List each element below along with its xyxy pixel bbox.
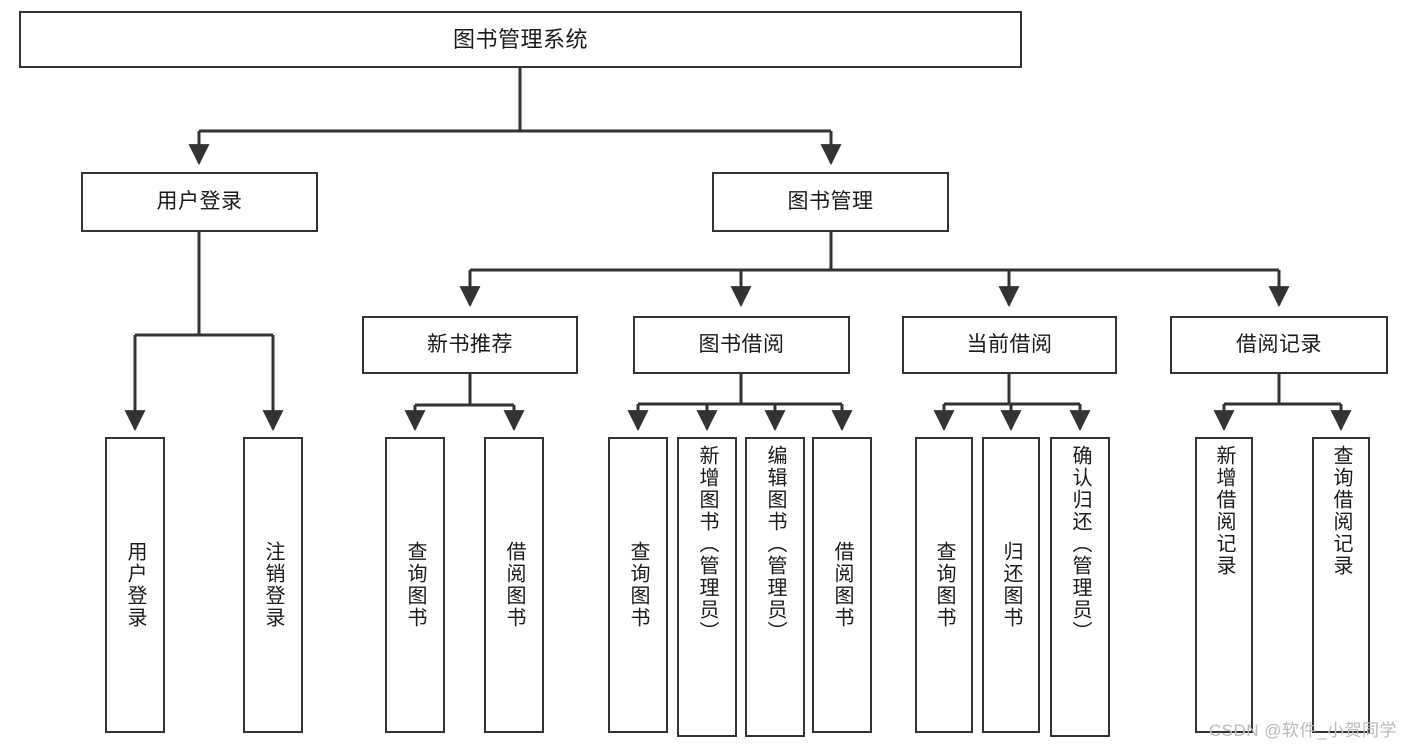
node-book-borrow[interactable]: 图书借阅: [633, 316, 850, 374]
node-new-book-recommend[interactable]: 新书推荐: [362, 316, 578, 374]
node-label: 用户登录: [156, 189, 243, 213]
node-label: 确认归还（管理员）: [1069, 445, 1091, 643]
node-label: 查询图书: [933, 541, 955, 629]
csdn-watermark: CSDN @软件_小贺同学: [1208, 721, 1397, 740]
node-label: 借阅图书: [831, 541, 853, 629]
node-book-management-system[interactable]: 图书管理系统: [19, 11, 1022, 68]
node-borrow-record[interactable]: 借阅记录: [1170, 316, 1388, 374]
node-label: 用户登录: [124, 541, 146, 629]
node-label: 编辑图书（管理员）: [764, 445, 786, 643]
node-label: 图书管理: [787, 189, 874, 213]
node-label: 借阅图书: [503, 541, 525, 629]
node-leaf-query-book-3[interactable]: 查询图书: [915, 437, 973, 733]
node-leaf-borrow-book-1[interactable]: 借阅图书: [484, 437, 544, 733]
node-label: 新增图书（管理员）: [696, 445, 718, 643]
node-leaf-return-book[interactable]: 归还图书: [982, 437, 1040, 733]
node-label: 图书借阅: [698, 332, 785, 356]
node-label: 查询借阅记录: [1330, 445, 1352, 577]
node-leaf-edit-book[interactable]: 编辑图书（管理员）: [745, 437, 805, 737]
node-leaf-confirm-return[interactable]: 确认归还（管理员）: [1050, 437, 1110, 737]
node-leaf-query-record[interactable]: 查询借阅记录: [1312, 437, 1370, 733]
node-leaf-query-book-2[interactable]: 查询图书: [608, 437, 668, 733]
node-label: 查询图书: [627, 541, 649, 629]
node-label: 注销登录: [262, 541, 284, 629]
node-label: 新增借阅记录: [1213, 445, 1235, 577]
node-leaf-borrow-book-2[interactable]: 借阅图书: [812, 437, 872, 733]
node-leaf-query-book-1[interactable]: 查询图书: [385, 437, 445, 733]
node-label: 图书管理系统: [452, 26, 588, 52]
node-leaf-add-record[interactable]: 新增借阅记录: [1195, 437, 1253, 733]
node-label: 借阅记录: [1236, 332, 1322, 356]
node-user-login[interactable]: 用户登录: [81, 172, 318, 232]
node-leaf-add-book[interactable]: 新增图书（管理员）: [677, 437, 737, 737]
node-book-management[interactable]: 图书管理: [712, 172, 949, 232]
node-current-borrow[interactable]: 当前借阅: [902, 316, 1117, 374]
node-label: 新书推荐: [427, 332, 513, 356]
node-leaf-user-login[interactable]: 用户登录: [105, 437, 165, 733]
node-label: 查询图书: [404, 541, 426, 629]
node-label: 归还图书: [1000, 541, 1022, 629]
node-leaf-logout[interactable]: 注销登录: [243, 437, 303, 733]
node-label: 当前借阅: [966, 332, 1053, 356]
